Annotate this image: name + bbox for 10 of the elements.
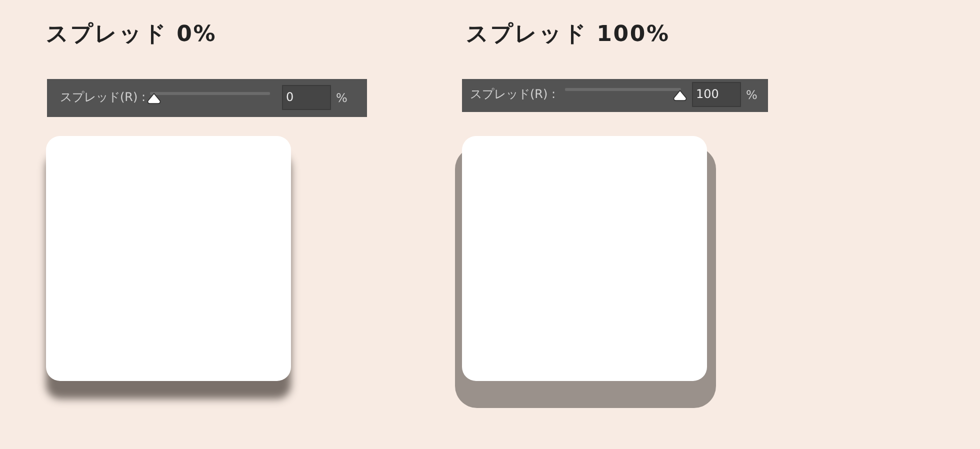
field-label: スプレッド(R) : (470, 86, 556, 102)
card-box (462, 136, 707, 381)
number-field: 100 (692, 82, 741, 107)
heading: スプレッド 100% (466, 21, 670, 49)
heading: スプレッド 0% (46, 21, 217, 49)
card-box (46, 136, 291, 381)
unit-label: % (336, 90, 348, 106)
field-label: スプレッド(R) : (60, 89, 146, 105)
unit-label: % (746, 87, 758, 103)
number-field: 0 (282, 85, 331, 110)
